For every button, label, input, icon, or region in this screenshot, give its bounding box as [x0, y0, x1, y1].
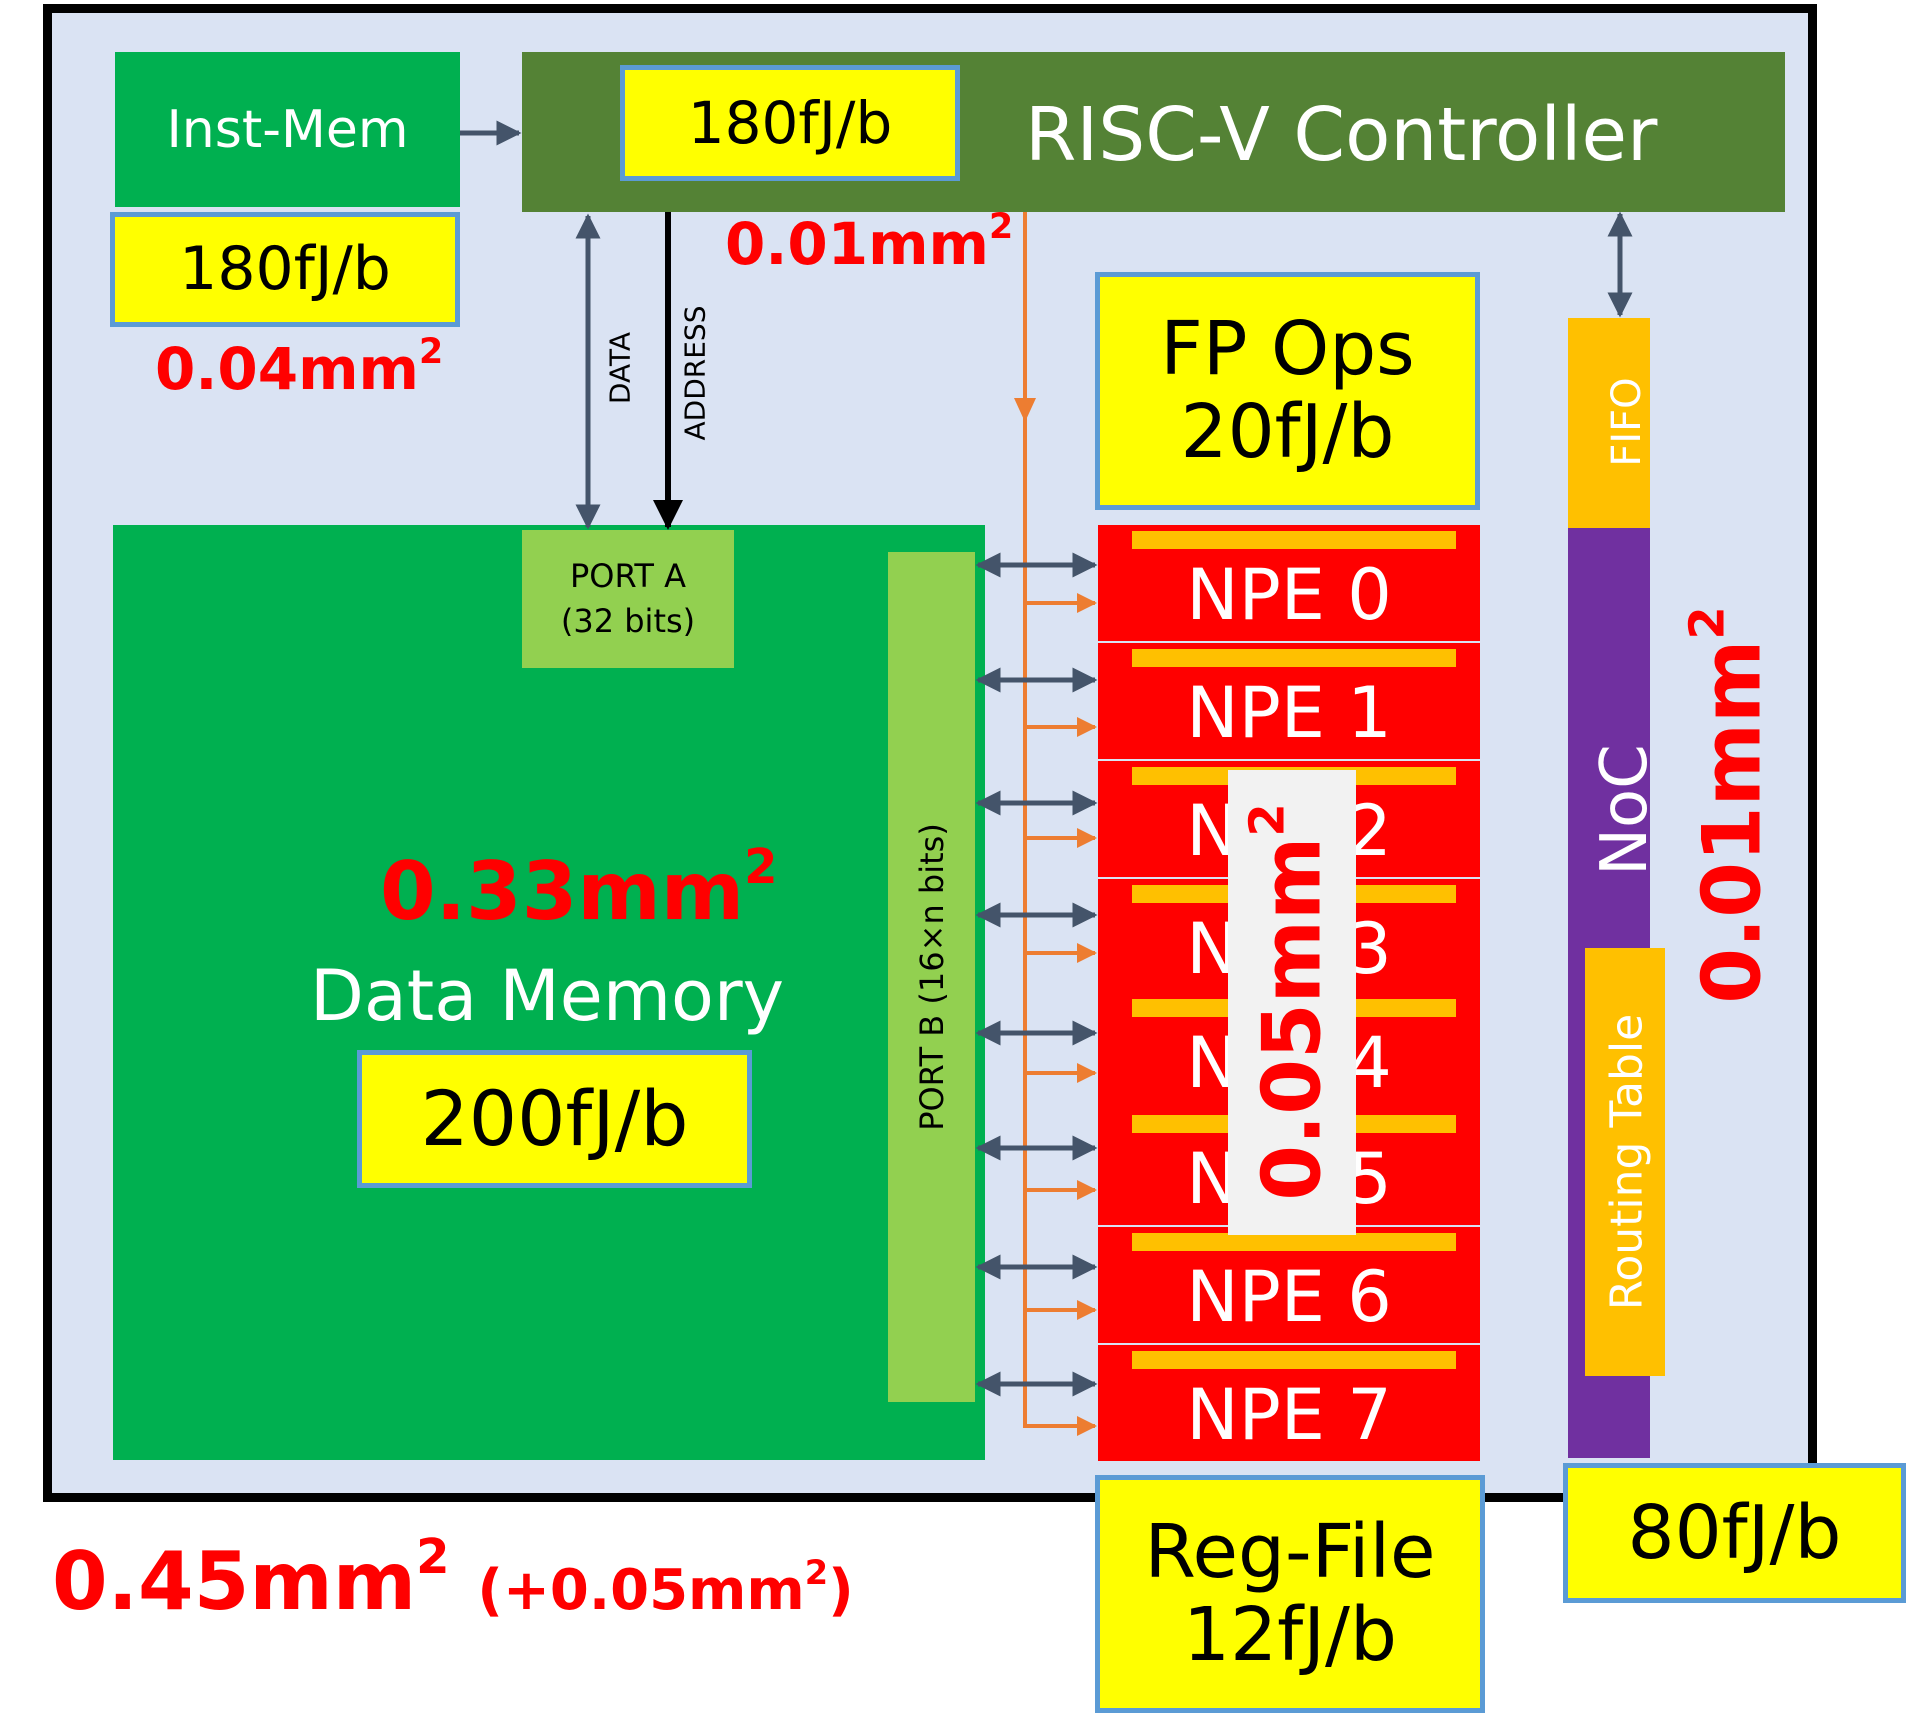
controller-energy-value: 180fJ/b: [687, 88, 893, 157]
port-b-npe-links: [975, 552, 1098, 1397]
npe-unit: NPE 6: [1098, 1227, 1480, 1343]
fp-ops-label: FP Ops: [1160, 306, 1415, 393]
control-branches: [1025, 593, 1097, 1436]
npe-label: NPE 1: [1186, 672, 1392, 754]
port-a: PORT A (32 bits): [522, 530, 734, 668]
inst-mem-area: 0.04mm2: [155, 331, 444, 403]
fp-ops-energy: FP Ops 20fJ/b: [1095, 272, 1480, 510]
reg-file-label: Reg-File: [1144, 1509, 1436, 1596]
npe-label: NPE 7: [1186, 1374, 1392, 1456]
npe-register-bar: [1132, 531, 1456, 549]
port-b: [888, 552, 975, 1402]
controller-area: 0.01mm2: [725, 206, 1014, 278]
noc-energy-value: 80fJ/b: [1627, 1489, 1842, 1576]
data-memory-area: 0.33mm2: [380, 839, 778, 938]
inst-mem-energy-value: 180fJ/b: [179, 233, 391, 304]
controller-label: RISC-V Controller: [1025, 92, 1658, 178]
fifo-block: [1568, 318, 1650, 528]
routing-table-block: [1585, 948, 1665, 1376]
inst-mem-label: Inst-Mem: [166, 99, 409, 160]
reg-file-energy-value: 12fJ/b: [1183, 1592, 1397, 1678]
total-area-extra: (+0.05mm2): [477, 1552, 854, 1623]
data-memory-block: [113, 525, 985, 1460]
data-memory-energy: 200fJ/b: [357, 1050, 752, 1188]
port-a-title: PORT A: [570, 557, 686, 596]
inst-mem-energy: 180fJ/b: [110, 212, 460, 327]
npe-unit: NPE 7: [1098, 1345, 1480, 1461]
npe-area-overlay: [1228, 770, 1356, 1235]
data-memory-label: Data Memory: [310, 955, 785, 1037]
inst-mem-block: Inst-Mem: [115, 52, 460, 207]
npe-unit: NPE 1: [1098, 643, 1480, 759]
total-area: 0.45mm2 (+0.05mm2): [52, 1529, 854, 1628]
fp-ops-energy-value: 20fJ/b: [1180, 389, 1395, 475]
npe-label: NPE 0: [1186, 554, 1392, 636]
npe-register-bar: [1132, 649, 1456, 667]
npe-unit: NPE 0: [1098, 525, 1480, 641]
controller-energy: 180fJ/b: [620, 65, 960, 181]
npe-label: NPE 6: [1186, 1256, 1392, 1338]
port-a-width: (32 bits): [560, 602, 696, 640]
npe-register-bar: [1132, 1233, 1456, 1251]
npe-register-bar: [1132, 1351, 1456, 1369]
control-bus-arrowhead: [1014, 398, 1036, 422]
data-memory-energy-value: 200fJ/b: [420, 1074, 689, 1164]
noc-energy: 80fJ/b: [1563, 1463, 1906, 1603]
reg-file-energy: Reg-File 12fJ/b: [1095, 1475, 1485, 1713]
